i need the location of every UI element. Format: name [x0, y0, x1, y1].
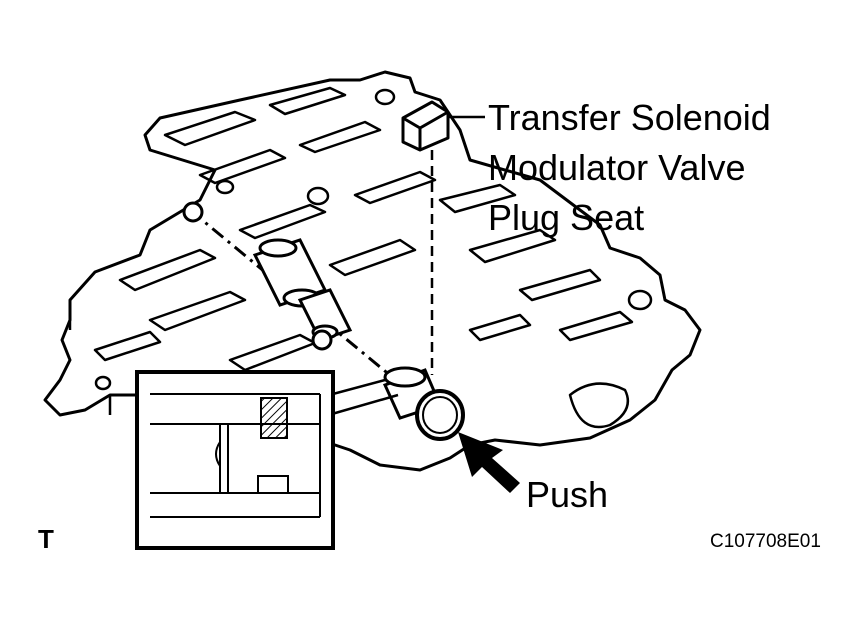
push-arrow: [458, 432, 520, 493]
figure-code: C107708E01: [710, 531, 821, 552]
plug-bore: [415, 389, 465, 441]
part-label-line-2: Modulator Valve: [488, 147, 746, 188]
plug-seat-part: [401, 100, 450, 152]
valve-body-details: [68, 86, 653, 429]
view-mark: T: [38, 524, 54, 554]
detail-inset: [135, 370, 335, 550]
part-label-line-3: Plug Seat: [488, 197, 645, 238]
plug-seat-section: [260, 397, 288, 439]
part-label-line-1: Transfer Solenoid: [488, 97, 771, 138]
push-label: Push: [526, 474, 609, 515]
